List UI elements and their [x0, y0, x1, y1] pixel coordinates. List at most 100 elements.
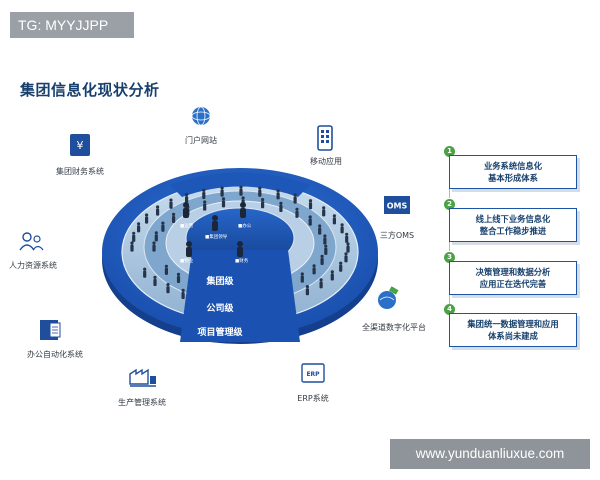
person-body: [346, 245, 350, 253]
person-body: [153, 279, 157, 286]
system-label-mobile: 移动应用: [310, 157, 342, 166]
ring-label-company: 公司级: [206, 302, 234, 314]
level-wedge: [180, 250, 300, 342]
person-body: [322, 209, 326, 217]
finding-2: 2 线上线下业务信息化 整合工作稳步推进: [440, 199, 590, 251]
person-head: [156, 205, 160, 209]
person-head: [164, 264, 168, 268]
person-body: [137, 225, 141, 233]
person-head: [312, 264, 316, 268]
person-body: [169, 201, 173, 209]
person-head: [258, 186, 262, 190]
person-body: [154, 234, 158, 242]
person-body: [156, 208, 160, 216]
person-head: [239, 185, 243, 189]
system-label-erp: ERP系统: [297, 394, 329, 403]
person-body: [293, 196, 297, 204]
person-body: [312, 267, 316, 275]
system-label-oa: 办公自动化系统: [27, 350, 83, 359]
oms-icon-text: OMS: [387, 202, 408, 211]
center-label-property: ■物业: [180, 257, 194, 264]
person-body: [279, 205, 283, 212]
person-head: [132, 231, 136, 235]
person-body: [258, 189, 262, 197]
person-body: [161, 224, 165, 232]
finding-line1: 决策管理和数据分析: [475, 267, 551, 277]
finding-box: 线上线下业务信息化 整合工作稳步推进: [449, 208, 577, 242]
center-label-leader: ■集团领导: [205, 233, 228, 240]
person-body: [221, 200, 226, 208]
person-body: [323, 237, 327, 245]
system-label-hr: 人力资源系统: [9, 261, 57, 270]
person-head: [308, 215, 312, 219]
person-head: [322, 206, 326, 210]
system-label-finance: 集团财务系统: [56, 167, 104, 176]
person-head: [323, 234, 327, 238]
person-head: [220, 186, 224, 190]
person-body: [132, 234, 136, 242]
person-head: [143, 267, 147, 271]
person-head: [305, 285, 309, 289]
ring-label-top: 业务信息系统: [194, 155, 246, 166]
person-body: [320, 258, 324, 265]
person-body: [152, 244, 156, 252]
person-body: [330, 273, 334, 281]
person-head: [279, 201, 283, 205]
person-body: [318, 227, 322, 235]
office-icon: [40, 320, 61, 340]
person-head: [308, 199, 313, 203]
person-body: [319, 281, 323, 289]
person-body: [130, 244, 134, 252]
person-head: [145, 213, 149, 217]
person-head: [166, 283, 170, 287]
erp-icon-text: ERP: [306, 371, 320, 378]
person-head: [293, 193, 297, 197]
person-body: [143, 270, 147, 278]
person-head: [172, 212, 176, 216]
person-body: [203, 203, 207, 211]
person-head: [185, 192, 189, 197]
finding-line2: 体系尚未建成: [488, 331, 538, 341]
finding-box: 决策管理和数据分析 应用正在迭代完善: [449, 261, 577, 295]
person-head: [169, 198, 173, 202]
person-head: [324, 244, 328, 248]
center-label-finance: ■财务: [235, 257, 249, 264]
satellite-globe-icon: [378, 286, 399, 309]
top-band: [170, 172, 310, 197]
person-body: [345, 235, 349, 243]
people-crowd: [130, 185, 350, 299]
person-body: [305, 288, 309, 296]
finding-line1: 线上线下业务信息化: [475, 214, 551, 224]
center-label-ops: ■运营: [180, 222, 194, 229]
system-label-production: 生产管理系统: [118, 398, 166, 407]
person-head: [332, 214, 336, 218]
finding-number: 2: [444, 199, 455, 210]
person-body: [340, 226, 344, 234]
person-head: [339, 261, 343, 265]
person-body: [308, 202, 313, 210]
person-body: [220, 189, 224, 197]
ring-label-project: 项目管理级: [197, 326, 243, 338]
person-head: [241, 196, 245, 200]
finding-line1: 业务系统信息化: [483, 161, 543, 171]
finding-number: 4: [444, 304, 455, 315]
person-head: [318, 224, 322, 228]
person-body: [164, 267, 168, 275]
finding-number: 3: [444, 252, 455, 263]
person-body: [324, 247, 328, 255]
person-head: [221, 197, 226, 201]
ring-label-group: 集团级: [205, 275, 234, 287]
person-head: [130, 241, 134, 245]
finding-1: 1 业务系统信息化 基本形成体系: [440, 146, 590, 198]
person-head: [161, 221, 165, 225]
oms-icon: OMS: [384, 196, 410, 214]
yen-doc-icon: ¥: [70, 134, 90, 156]
person-body: [276, 192, 280, 200]
person-body: [202, 192, 206, 199]
person-body: [239, 188, 243, 196]
mobile-app-icon: [317, 125, 333, 151]
person-head: [300, 272, 304, 276]
person-head: [176, 272, 181, 276]
person-head: [203, 200, 207, 204]
